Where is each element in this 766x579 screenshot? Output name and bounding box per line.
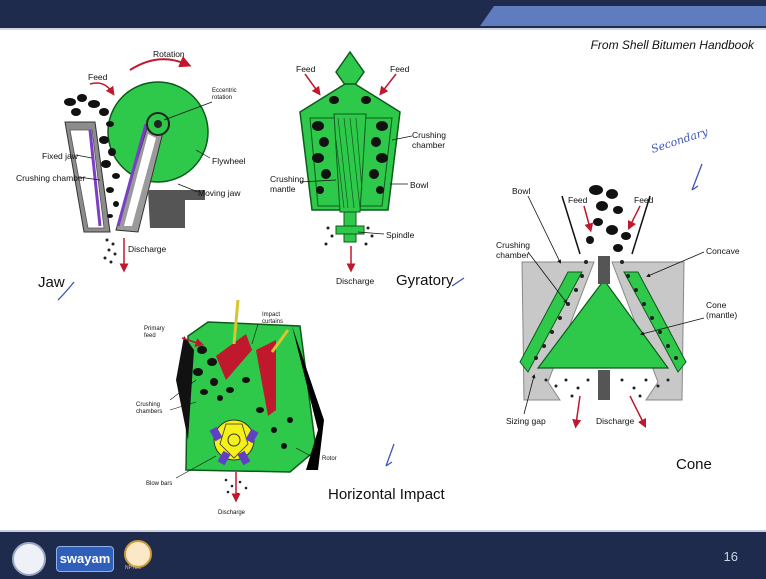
jaw-label-crushing-chamber: Crushing chamber: [16, 173, 85, 183]
gyratory-label-feed-left: Feed: [296, 64, 315, 74]
impact-label-blow-bars: Blow bars: [146, 481, 172, 488]
jaw-label-feed: Feed: [88, 72, 107, 82]
jaw-label-fixed-jaw: Fixed jaw: [42, 151, 78, 161]
impact-label-discharge: Discharge: [218, 510, 245, 517]
cone-crusher-diagram: [520, 185, 704, 424]
gyratory-label-bowl: Bowl: [410, 180, 428, 190]
page-number: 16: [724, 549, 738, 564]
cone-label-discharge: Discharge: [596, 416, 634, 426]
jaw-label-discharge: Discharge: [128, 244, 166, 254]
impact-label-rotor: Rotor: [322, 456, 337, 463]
cone-label-mantle: Cone (mantle): [706, 300, 742, 320]
caption-cone: Cone: [676, 456, 712, 473]
nptel-logo: [124, 540, 152, 568]
caption-jaw: Jaw: [38, 274, 65, 291]
caption-horizontal-impact: Horizontal Impact: [328, 486, 445, 503]
footer-bar: [0, 532, 766, 579]
cone-label-bowl: Bowl: [512, 186, 530, 196]
caption-gyratory: Gyratory: [396, 272, 454, 289]
gyratory-label-crushing-mantle: Crushing mantle: [270, 174, 304, 194]
impact-label-impact-curtains: Impact curtains: [262, 312, 290, 326]
impact-label-crushing-chambers: Crushing chambers: [136, 402, 172, 416]
institute-logo: [12, 542, 46, 576]
impact-label-primary-feed: Primary feed: [144, 326, 174, 340]
cone-label-crushing-chamber: Crushing chamber: [496, 240, 534, 260]
cone-label-sizing-gap: Sizing gap: [506, 416, 546, 426]
cone-label-concave: Concave: [706, 246, 740, 256]
gyratory-label-spindle: Spindle: [386, 230, 414, 240]
gyratory-label-feed-right: Feed: [390, 64, 409, 74]
jaw-label-rotation: Rotation: [153, 49, 185, 59]
jaw-crusher-diagram: [64, 59, 212, 268]
nptel-logo-text: NPTEL: [125, 565, 141, 571]
cone-label-feed-left: Feed: [568, 195, 587, 205]
jaw-label-eccentric-rotation: Eccentric rotation: [212, 88, 252, 102]
jaw-label-moving-jaw: Moving jaw: [198, 188, 241, 198]
cone-label-feed-right: Feed: [634, 195, 653, 205]
impact-crusher-diagram: [170, 300, 324, 498]
gyratory-label-crushing-chamber: Crushing chamber: [412, 130, 452, 150]
swayam-logo: swayam: [56, 546, 114, 572]
gyratory-label-discharge: Discharge: [336, 276, 374, 286]
jaw-label-flywheel: Flywheel: [212, 156, 246, 166]
